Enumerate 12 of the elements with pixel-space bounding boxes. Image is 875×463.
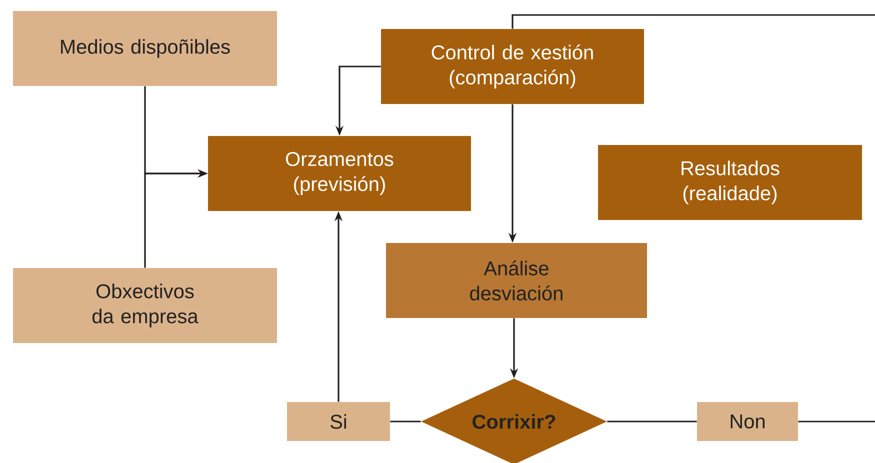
input-box: Obxectivos da empresa xyxy=(13,268,277,343)
process-box: Orzamentos (previsión) xyxy=(208,136,471,211)
answer-box: Non xyxy=(697,402,798,441)
connector-line xyxy=(512,14,875,29)
connector-line xyxy=(798,420,875,422)
process-box: Análise desviación xyxy=(386,243,647,318)
connector-line xyxy=(607,420,697,422)
process-box: Control de xestión (comparación) xyxy=(381,29,644,104)
connector-line xyxy=(390,420,421,422)
input-box: Medios dispoñibles xyxy=(13,11,277,86)
answer-box: Si xyxy=(287,402,390,441)
process-box: Resultados (realidade) xyxy=(598,145,862,220)
